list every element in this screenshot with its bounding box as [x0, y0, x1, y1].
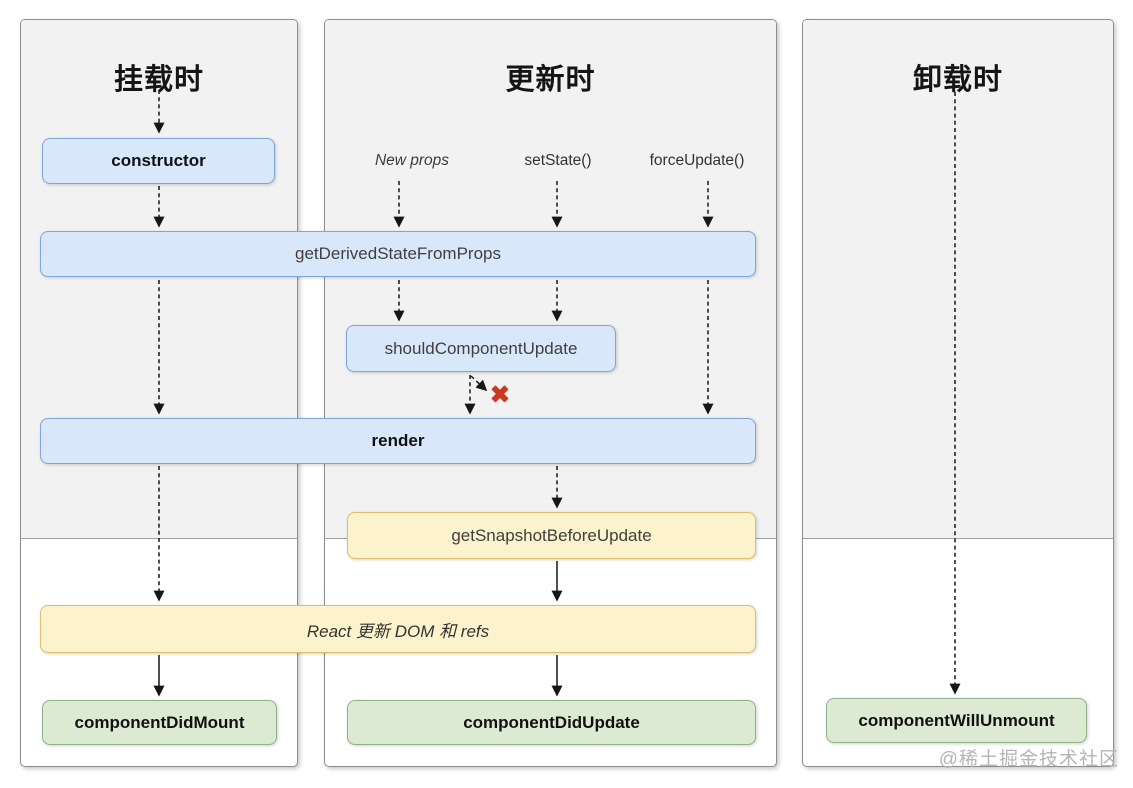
cancel-icon: ✖	[489, 381, 511, 409]
box-get-snapshot-before-update[interactable]: getSnapshotBeforeUpdate	[347, 512, 756, 559]
panel-updating: 更新时	[324, 19, 777, 767]
box-render[interactable]: render	[40, 418, 756, 464]
box-component-will-unmount[interactable]: componentWillUnmount	[826, 698, 1087, 743]
box-constructor[interactable]: constructor	[42, 138, 275, 184]
panel-unmounting-gray-zone	[803, 20, 1113, 539]
box-component-did-mount[interactable]: componentDidMount	[42, 700, 277, 745]
watermark: @稀土掘金技术社区	[938, 749, 1119, 770]
trigger-force-update: forceUpdate()	[649, 152, 745, 169]
panel-title-updating: 更新时	[505, 64, 596, 96]
panel-mounting: 挂载时	[20, 19, 298, 767]
box-should-component-update[interactable]: shouldComponentUpdate	[346, 325, 616, 372]
box-get-derived-state-from-props[interactable]: getDerivedStateFromProps	[40, 231, 756, 277]
box-react-updates-dom: React 更新 DOM 和 refs	[40, 605, 756, 653]
box-component-did-update[interactable]: componentDidUpdate	[347, 700, 756, 745]
trigger-set-state: setState()	[524, 152, 592, 169]
trigger-new-props: New props	[374, 152, 450, 169]
panel-title-unmounting: 卸载时	[912, 64, 1003, 96]
panel-title-mounting: 挂载时	[113, 64, 204, 96]
panel-unmounting: 卸载时	[802, 19, 1114, 767]
